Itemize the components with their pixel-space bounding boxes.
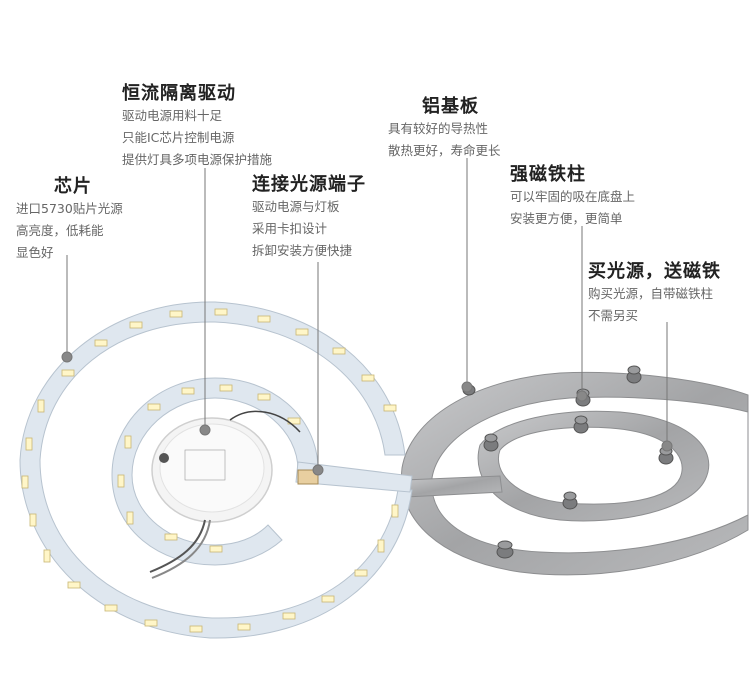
magnet-pillars [462,365,674,559]
connector-terminal [297,469,319,485]
connector-line-1: 驱动电源与灯板 [252,199,340,214]
driver-line-1: 驱动电源用料十足 [122,108,223,123]
callout-buy: 买光源，送磁铁 购买光源，自带磁铁柱 不需另买 [588,257,721,327]
aluminum-line-2: 散热更好，寿命更长 [388,143,501,158]
buy-line-2: 不需另买 [588,308,639,323]
callout-connector: 连接光源端子 驱动电源与灯板 采用卡扣设计 拆卸安装方便快捷 [252,170,366,262]
driver-line-2: 只能IC芯片控制电源 [122,130,235,145]
chip-line-1: 进口5730贴片光源 [16,201,123,216]
outer-led-ring [19,301,413,639]
callout-pointers [61,158,673,476]
connector-line-2: 采用卡扣设计 [252,221,328,236]
magnet-line-1: 可以牢固的吸在底盘上 [510,189,636,204]
connector-title: 连接光源端子 [252,174,366,195]
inner-led-ring [111,377,413,566]
metal-chassis [400,371,749,576]
driver-module [149,410,301,579]
connector-line-3: 拆卸安装方便快捷 [252,243,353,258]
aluminum-line-1: 具有较好的导热性 [388,121,489,136]
driver-line-3: 提供灯具多项电源保护措施 [122,152,273,167]
aluminum-title: 铝基板 [422,96,479,117]
callout-magnet: 强磁铁柱 可以牢固的吸在底盘上 安装更方便，更简单 [510,160,635,230]
chip-title: 芯片 [54,176,92,197]
callout-aluminum: 铝基板 具有较好的导热性 散热更好，寿命更长 [388,92,501,162]
magnet-title: 强磁铁柱 [510,164,586,185]
buy-line-1: 购买光源，自带磁铁柱 [588,286,714,301]
magnet-line-2: 安装更方便，更简单 [510,211,623,226]
driver-title: 恒流隔离驱动 [122,83,236,104]
callout-chip: 芯片 进口5730贴片光源 高亮度，低耗能 显色好 [16,172,123,264]
chip-line-3: 显色好 [16,245,54,260]
buy-title: 买光源，送磁铁 [588,261,721,282]
chip-line-2: 高亮度，低耗能 [16,223,104,238]
callout-driver: 恒流隔离驱动 驱动电源用料十足 只能IC芯片控制电源 提供灯具多项电源保护措施 [122,79,272,171]
led-chips [21,308,399,633]
